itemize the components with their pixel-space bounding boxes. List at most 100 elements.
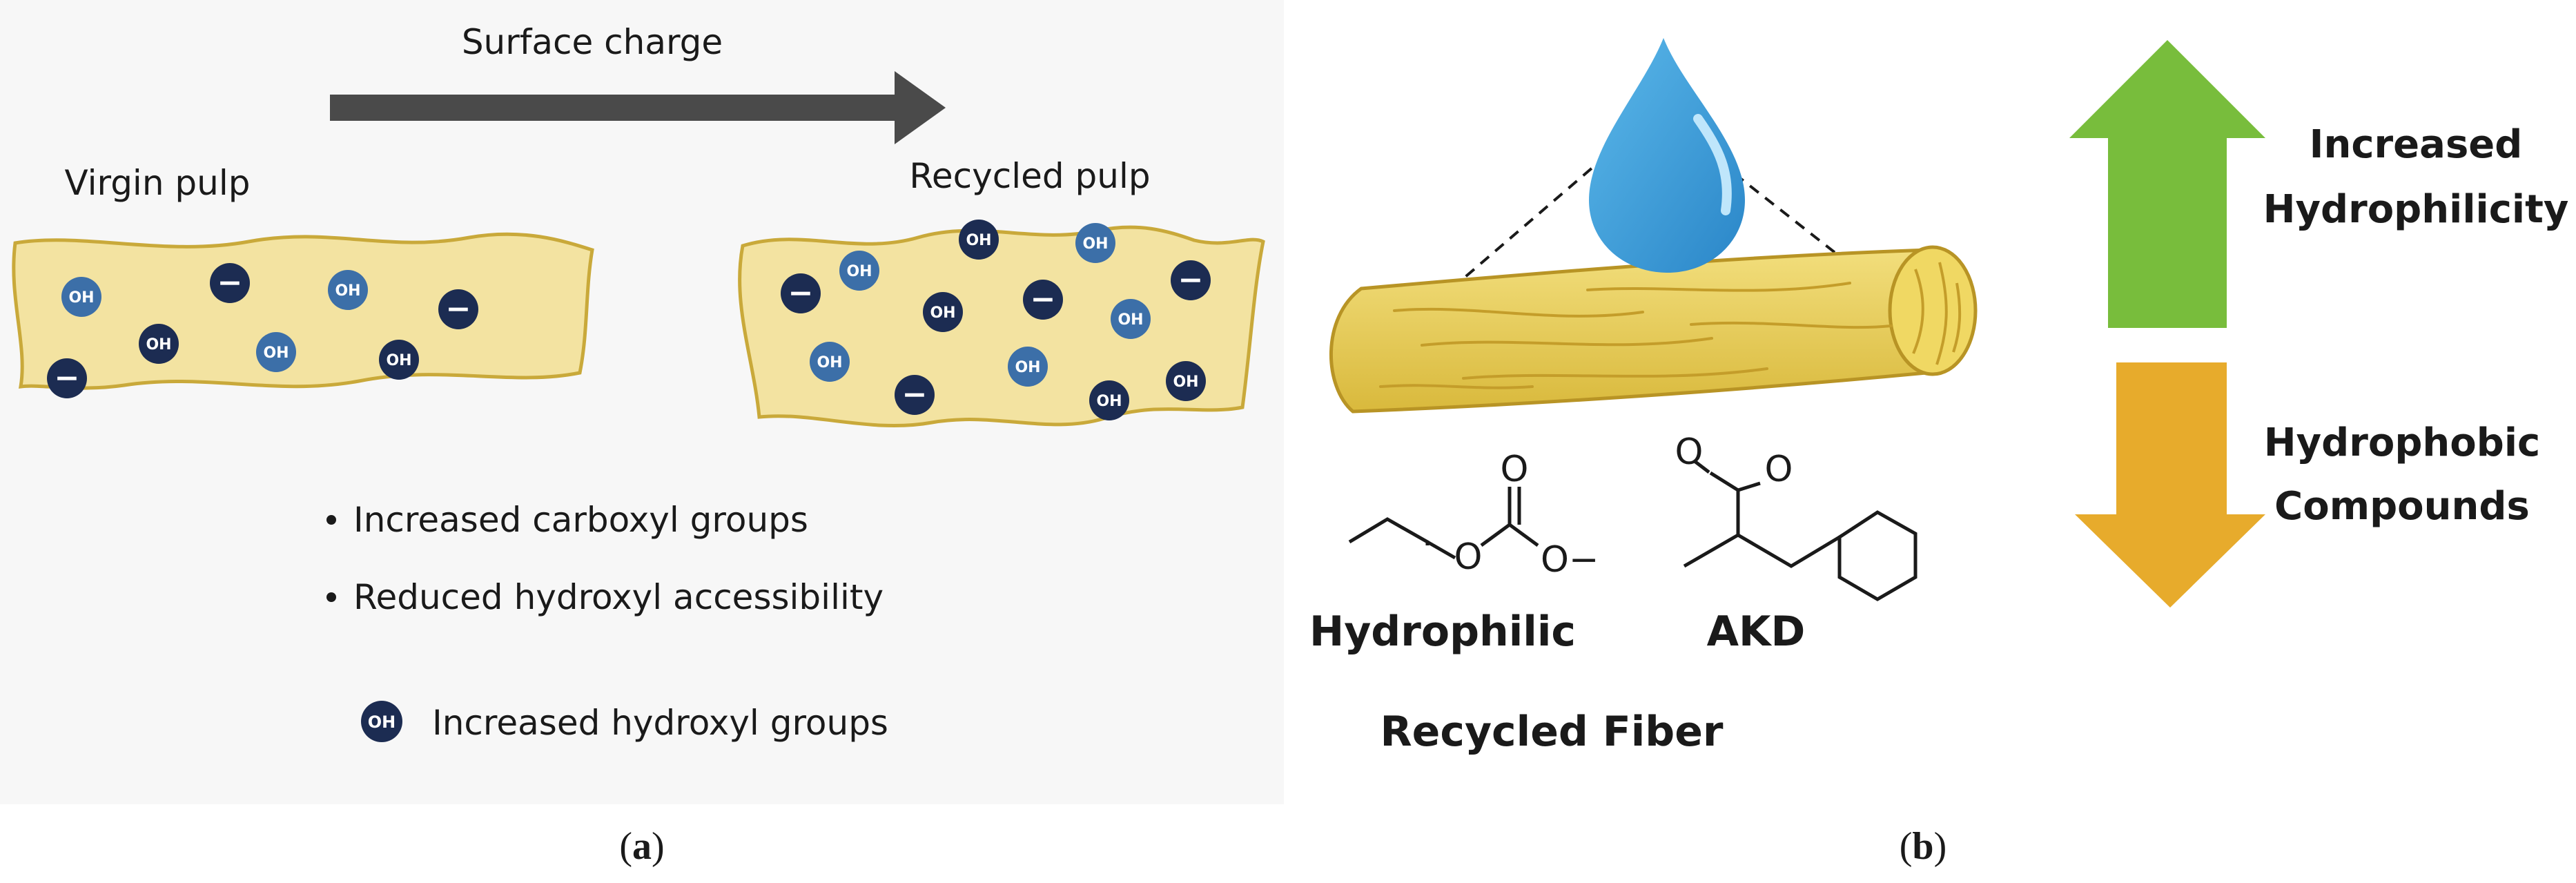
- akd-atom-o-right: O: [1765, 449, 1793, 490]
- arrow-head: [895, 71, 946, 144]
- hydroxyl-badge: OH: [139, 324, 179, 364]
- badge-circle: [810, 342, 850, 382]
- atom-o-ester: O: [1454, 536, 1483, 578]
- hydroxyl-badge: OH: [1008, 347, 1048, 387]
- atom-o-anion: O−: [1541, 539, 1599, 581]
- carboxyl-negative-badge: −: [895, 375, 935, 415]
- hydroxyl-badge: OH: [839, 251, 879, 291]
- badge-text: −: [1031, 282, 1056, 317]
- badge-text: OH: [1096, 393, 1122, 410]
- up-arrow-label-line2: Hydrophilicity: [2263, 187, 2569, 232]
- badge-text: OH: [930, 304, 955, 322]
- hydroxyl-badge: OH: [1111, 299, 1151, 339]
- bullet-hydroxyl-accessibility: Reduced hydroxyl accessibility: [353, 577, 884, 617]
- badge-circle: [1166, 361, 1206, 401]
- panel-a: Surface charge Virgin pulp Recycled pulp…: [12, 22, 1265, 743]
- hydrophilic-structure: [1348, 487, 1539, 560]
- badge-text: OH: [1118, 311, 1143, 329]
- panel-b: O O O− O O Hydrophilic AKD Recycled Fibe…: [1309, 38, 2568, 756]
- hydroxyl-badge: OH: [1166, 361, 1206, 401]
- badge-circle: [47, 358, 87, 398]
- bullet-dot: [326, 592, 336, 602]
- caption-a: (a): [619, 825, 664, 868]
- arrow-shaft: [330, 95, 903, 121]
- badge-circle: [210, 263, 250, 303]
- increased-hydrophilicity-arrow: [2069, 40, 2265, 328]
- badge-text: OH: [1082, 235, 1108, 253]
- hydroxyl-badge: OH: [1075, 223, 1115, 263]
- badge-circle: [1023, 280, 1063, 320]
- badge-circle: [379, 340, 419, 380]
- bullet-dot: [326, 515, 336, 525]
- recycled-badges: OH OH OH − − OH − OH OH OH − OH OH: [781, 220, 1211, 420]
- hydroxyl-badge: OH: [923, 292, 963, 332]
- badge-circle: [959, 220, 999, 260]
- carboxyl-negative-badge: −: [1023, 280, 1063, 320]
- hydroxyl-badge: OH: [61, 277, 101, 317]
- badge-circle: [895, 375, 935, 415]
- water-droplet: [1589, 38, 1745, 273]
- badge-circle: [1111, 299, 1151, 339]
- carboxyl-negative-badge: −: [438, 289, 478, 329]
- hydroxyl-badge: OH: [256, 332, 296, 372]
- akd-atom-o-left: O: [1675, 431, 1704, 473]
- legend-text: Increased hydroxyl groups: [432, 703, 888, 743]
- carboxyl-negative-badge: −: [47, 358, 87, 398]
- badge-circle: [1171, 260, 1211, 300]
- hydroxyl-badge: OH: [959, 220, 999, 260]
- virgin-pulp-label: Virgin pulp: [65, 163, 251, 203]
- badge-circle: [923, 292, 963, 332]
- badge-text: −: [902, 377, 928, 412]
- down-arrow-label-line2: Compounds: [2274, 484, 2530, 529]
- badge-text: OH: [68, 289, 94, 307]
- badge-circle: [1008, 347, 1048, 387]
- badge-text: OH: [335, 282, 360, 300]
- badge-text: −: [446, 291, 471, 327]
- carboxyl-negative-badge: −: [781, 273, 821, 313]
- hydroxyl-badge: OH: [1089, 380, 1129, 420]
- badge-circle: [61, 277, 101, 317]
- hydroxyl-badge: OH: [379, 340, 419, 380]
- badge-text: −: [788, 275, 814, 311]
- legend-badge-text: OH: [368, 712, 396, 732]
- up-arrow-label-line1: Increased: [2310, 122, 2523, 167]
- arrow-label: Surface charge: [462, 22, 723, 62]
- badge-circle: [1089, 380, 1129, 420]
- badge-text: −: [1178, 262, 1204, 298]
- bullet-carboxyl: Increased carboxyl groups: [353, 500, 808, 540]
- badge-circle: [328, 270, 368, 310]
- badge-text: −: [55, 360, 80, 396]
- atom-o-carbonyl: O: [1501, 449, 1529, 490]
- fiber-end: [1888, 245, 1978, 376]
- hydroxyl-badge: OH: [810, 342, 850, 382]
- badge-circle: [139, 324, 179, 364]
- badge-text: OH: [846, 263, 872, 280]
- badge-circle: [1075, 223, 1115, 263]
- badge-circle: [256, 332, 296, 372]
- badge-circle: [839, 251, 879, 291]
- badge-text: OH: [146, 336, 171, 353]
- droplet-highlight: [1693, 114, 1732, 215]
- hydroxyl-badge: OH: [328, 270, 368, 310]
- carboxyl-negative-badge: −: [210, 263, 250, 303]
- badge-text: OH: [817, 354, 842, 371]
- badge-text: OH: [966, 232, 991, 249]
- droplet-body: [1589, 38, 1745, 273]
- badge-circle: [781, 273, 821, 313]
- badge-text: OH: [386, 352, 411, 369]
- hydrophilic-label: Hydrophilic: [1309, 608, 1576, 656]
- badge-text: OH: [1173, 373, 1198, 391]
- hydrophobic-compounds-arrow: [2075, 362, 2265, 608]
- akd-label: AKD: [1707, 608, 1806, 656]
- fiber-end-rings: [1912, 262, 1962, 365]
- surface-charge-arrow: [330, 71, 946, 144]
- recycled-pulp-label: Recycled pulp: [909, 156, 1150, 196]
- fiber-grain: [1379, 282, 1893, 389]
- down-arrow-label-line1: Hydrophobic: [2264, 420, 2540, 465]
- badge-text: OH: [1015, 359, 1040, 376]
- legend-hydroxyl-badge: [361, 701, 402, 742]
- fiber-body: [1329, 248, 1943, 414]
- badge-text: −: [217, 265, 243, 300]
